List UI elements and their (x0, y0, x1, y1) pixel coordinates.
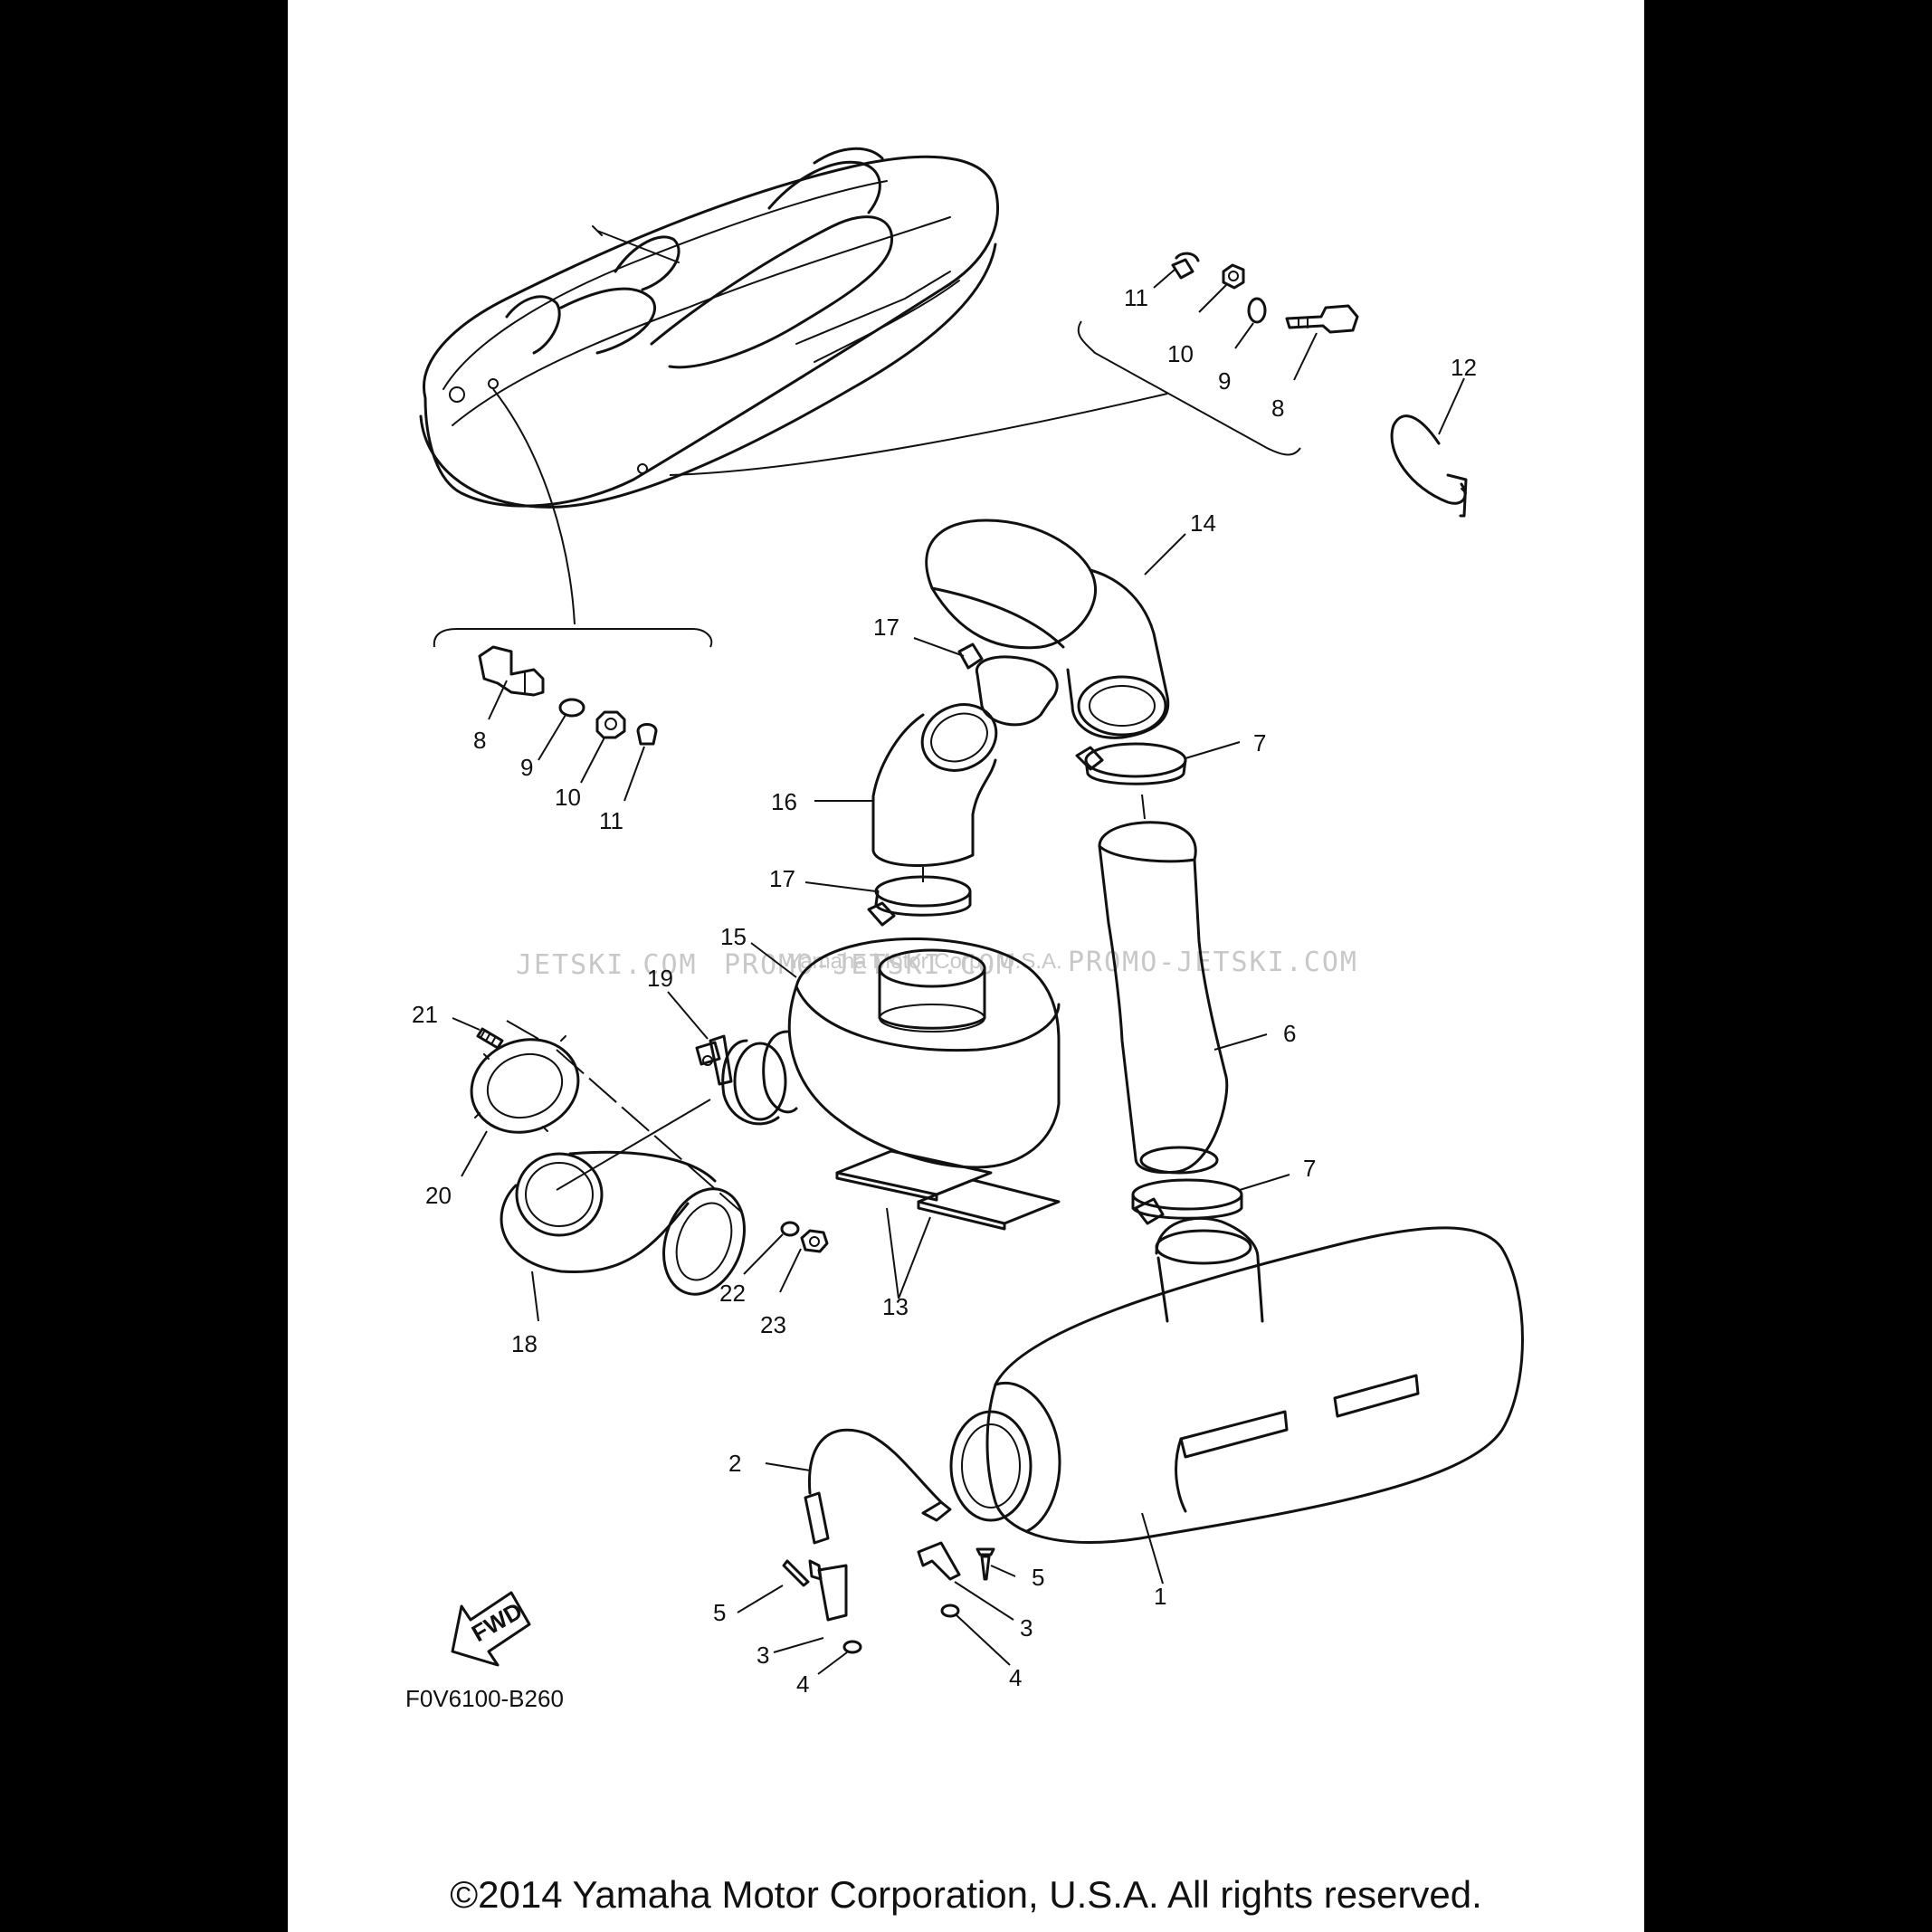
callout-17-lower: 17 (769, 865, 795, 892)
ring-flange-20 (470, 1035, 580, 1134)
callout-19: 19 (647, 965, 673, 992)
forward-arrow-icon: FWD (451, 1591, 531, 1667)
callout-2: 2 (728, 1450, 741, 1477)
hose-clamp-7-upper (1075, 742, 1187, 820)
strap-band-2 (804, 1428, 952, 1545)
callout-22: 22 (719, 1280, 746, 1307)
callout-18: 18 (511, 1330, 538, 1357)
drain-plug-set-upper (1171, 252, 1359, 334)
cover-13 (835, 1149, 1061, 1231)
callout-12: 12 (1451, 354, 1477, 381)
diagram-code: F0V6100-B260 (405, 1685, 564, 1712)
callouts: 11 10 9 8 12 14 17 7 8 9 10 11 16 17 15 … (412, 284, 1477, 1698)
callout-21: 21 (412, 1001, 438, 1028)
callout-4-left: 4 (796, 1670, 809, 1698)
callout-8-upper: 8 (1271, 395, 1284, 422)
callout-4-right: 4 (1009, 1664, 1022, 1691)
callout-1: 1 (1154, 1583, 1166, 1610)
intake-elbow-16 (871, 703, 998, 867)
bolt-21 (476, 1027, 504, 1050)
hose-band-12 (1390, 414, 1468, 518)
callout-14: 14 (1190, 509, 1216, 537)
washer-22-nut-23 (780, 1221, 829, 1253)
watermark-right: PROMO-JETSKI.COM (1068, 947, 1358, 978)
intake-hose-6 (1098, 821, 1229, 1175)
hose-clamp-17-upper (957, 642, 1059, 727)
callout-5-right: 5 (1032, 1564, 1044, 1591)
callout-13: 13 (882, 1293, 909, 1320)
callout-7-upper: 7 (1253, 729, 1266, 757)
group-bracket-upper (1077, 320, 1301, 456)
copyright-notice: ©2014 Yamaha Motor Corporation, U.S.A. A… (450, 1873, 1482, 1916)
bracket-set (782, 1541, 995, 1654)
callout-9-left: 9 (520, 754, 533, 781)
callout-6: 6 (1283, 1020, 1296, 1047)
hose-clamp-7-lower (1131, 1178, 1243, 1225)
callout-7-lower: 7 (1303, 1155, 1316, 1182)
callout-9-upper: 9 (1218, 367, 1231, 395)
watercraft-illustration (419, 147, 1168, 625)
callout-5-left: 5 (713, 1599, 726, 1626)
callout-11-left: 11 (599, 807, 623, 834)
callout-10-left: 10 (555, 784, 581, 811)
hose-clamp-17-lower (867, 867, 972, 927)
callout-8-left: 8 (473, 727, 486, 754)
watermark: JETSKI.COM PROMO-JETSKI.COM PROMO-JETSKI… (516, 947, 1358, 981)
callout-11-upper: 11 (1124, 284, 1148, 311)
callout-3-right: 3 (1020, 1614, 1033, 1642)
group-bracket-left (433, 628, 713, 648)
callout-16: 16 (771, 788, 797, 815)
callout-3-left: 3 (757, 1642, 769, 1669)
intake-elbow-14 (925, 519, 1170, 739)
leader-lines (452, 269, 1465, 1675)
callout-15: 15 (720, 923, 747, 950)
watermark-left: JETSKI.COM (516, 949, 698, 981)
callout-17-upper: 17 (873, 614, 899, 641)
callout-23: 23 (760, 1311, 786, 1338)
resonator-chamber-15 (721, 937, 1061, 1169)
callout-20: 20 (425, 1182, 452, 1209)
callout-10-upper: 10 (1167, 340, 1194, 367)
intake-duct-18 (500, 1049, 746, 1296)
hose-clamp-19 (695, 1034, 733, 1086)
intake-silencer-1 (949, 1216, 1524, 1544)
drain-plug-set-left (478, 645, 658, 746)
